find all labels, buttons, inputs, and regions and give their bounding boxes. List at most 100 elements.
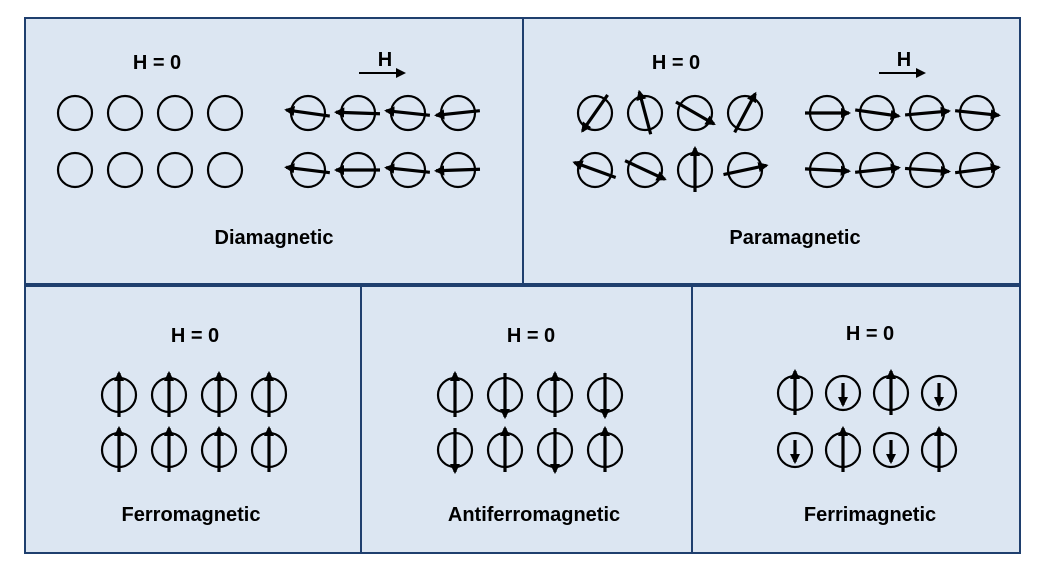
spin-arrow (804, 165, 852, 176)
spin-arrow (854, 163, 901, 174)
spin-site (854, 94, 901, 132)
spin-site (904, 94, 951, 132)
spin-site (920, 374, 958, 412)
spin-site (106, 94, 144, 132)
spin-site (200, 425, 238, 472)
spin-site (904, 151, 951, 189)
atom-circle (824, 374, 862, 412)
spin-site (586, 425, 624, 472)
spin-site (384, 151, 431, 189)
atom-circle (156, 151, 194, 189)
spin-site (626, 89, 664, 135)
spin-site (624, 151, 667, 189)
spin-site (206, 94, 244, 132)
label-h0-diamagnetic: H = 0 (133, 52, 181, 74)
title-paramagnetic: Paramagnetic (729, 227, 860, 249)
spin-site (250, 425, 288, 472)
spin-site (284, 94, 331, 132)
panel-ferromagnetic (24, 285, 362, 554)
spin-site (824, 425, 862, 472)
spin-site (536, 428, 574, 475)
spin-arrow (572, 160, 617, 180)
spin-site (106, 151, 144, 189)
panel-paramagnetic (522, 17, 1021, 285)
spin-arrow (384, 163, 431, 174)
spin-site (56, 151, 94, 189)
label-h0-ferrimagnetic: H = 0 (846, 323, 894, 345)
spin-arrow (675, 100, 716, 126)
spin-site (726, 91, 764, 134)
spin-site (824, 374, 862, 412)
spin-site (954, 94, 1001, 132)
spin-site (436, 428, 474, 475)
atom-circle (206, 94, 244, 132)
atom-circle (106, 151, 144, 189)
spin-site (100, 370, 138, 417)
spin-arrow (581, 94, 609, 133)
label-h0-paramagnetic: H = 0 (652, 52, 700, 74)
spin-site (536, 370, 574, 417)
atom-circle (776, 431, 814, 469)
spin-arrow (904, 165, 951, 177)
spin-arrow (624, 159, 667, 181)
spin-arrow (433, 165, 481, 176)
panel-antiferromagnetic (360, 285, 693, 554)
spin-site (576, 94, 614, 133)
spin-arrow (434, 109, 481, 120)
label-h0-ferromagnetic: H = 0 (171, 325, 219, 347)
atom-circle (106, 94, 144, 132)
spin-site (150, 370, 188, 417)
spin-site (156, 94, 194, 132)
title-ferrimagnetic: Ferrimagnetic (804, 504, 936, 526)
atom-circle (576, 94, 614, 132)
spin-site (675, 94, 716, 132)
spin-arrow (954, 109, 1001, 120)
spin-arrow (854, 108, 901, 120)
spin-arrow (384, 106, 431, 117)
title-diamagnetic: Diamagnetic (215, 227, 334, 249)
spin-site (436, 370, 474, 417)
spin-site (333, 151, 380, 189)
spin-site (854, 151, 901, 189)
spin-site (250, 370, 288, 417)
spin-site (486, 425, 524, 472)
atom-circle (626, 151, 664, 189)
spin-site (776, 431, 814, 469)
spin-arrow (284, 106, 331, 118)
spin-site (954, 151, 1001, 189)
spin-arrow (636, 89, 653, 135)
spin-site (805, 94, 852, 132)
spin-arrow (733, 91, 757, 134)
atom-circle (56, 94, 94, 132)
spin-site (872, 368, 910, 415)
spin-arrow (954, 163, 1001, 175)
spin-arrow (723, 162, 769, 177)
spin-site (804, 151, 852, 189)
spin-site (333, 94, 381, 132)
spin-site (676, 145, 714, 192)
label-h-paramagnetic: H (897, 49, 911, 71)
title-antiferromagnetic: Antiferromagnetic (448, 504, 620, 526)
atom-circle (872, 431, 910, 469)
spin-site (723, 151, 769, 189)
atom-circle (726, 94, 764, 132)
spin-site (872, 431, 910, 469)
spin-arrow (333, 107, 381, 118)
spin-site (156, 151, 194, 189)
atom-circle (206, 151, 244, 189)
spin-site (920, 425, 958, 472)
panel-ferrimagnetic (691, 285, 1021, 554)
spin-site (150, 425, 188, 472)
spin-site (586, 373, 624, 420)
spin-site (434, 94, 481, 132)
atom-circle (920, 374, 958, 412)
spin-site (200, 370, 238, 417)
spin-site (284, 151, 331, 189)
spin-arrow (284, 163, 331, 175)
panel-diamagnetic (24, 17, 524, 285)
spin-grids (56, 89, 1001, 475)
spin-site (56, 94, 94, 132)
label-h-diamagnetic: H (378, 49, 392, 71)
title-ferromagnetic: Ferromagnetic (122, 504, 261, 526)
